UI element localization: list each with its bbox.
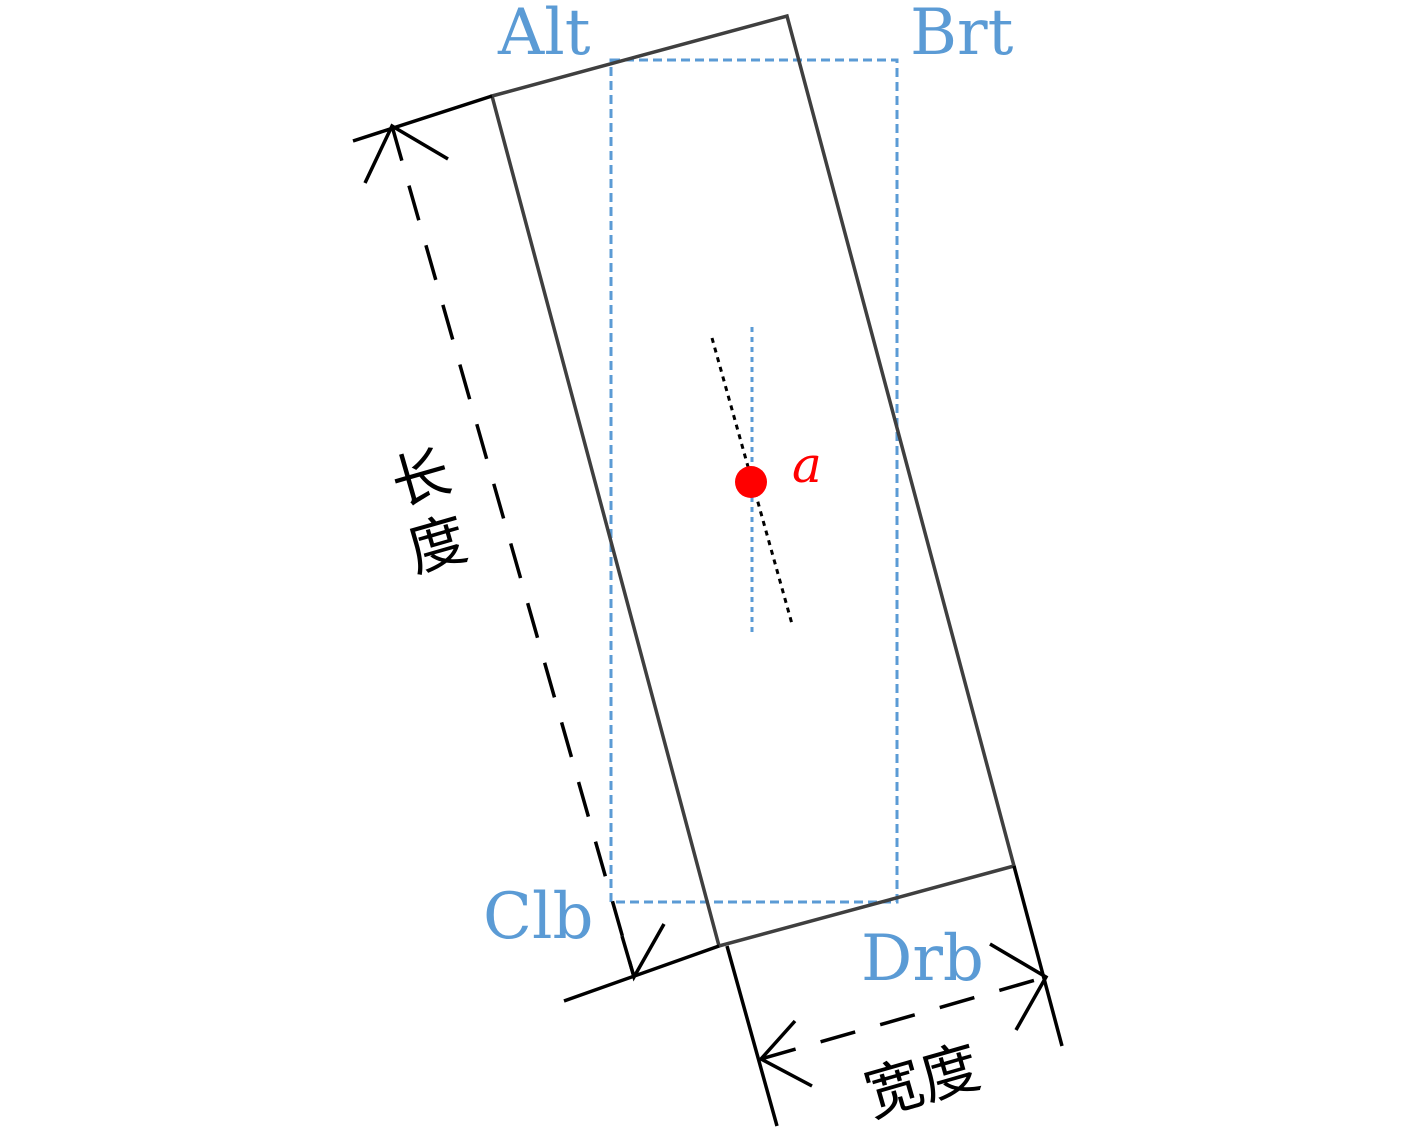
length-label-char-2: 度 — [400, 504, 475, 585]
center-point — [735, 466, 767, 498]
width-arrowhead-right — [989, 942, 1049, 1031]
width-dimension-line — [760, 975, 1047, 1061]
center-point-label: a — [792, 436, 822, 494]
corner-label-top-right: Brt — [910, 0, 1014, 70]
width-extension-right — [1012, 865, 1064, 1047]
width-label: 宽度 — [857, 1032, 987, 1129]
width-arrowhead-left — [758, 1019, 813, 1088]
corner-label-top-left: Alt — [497, 0, 591, 70]
axis-aligned-bounding-box — [609, 58, 899, 904]
length-arrowhead-top — [363, 123, 449, 184]
width-extension-left — [725, 945, 779, 1127]
corner-label-bottom-right: Drb — [861, 922, 984, 996]
length-extension-top — [352, 94, 493, 143]
corner-label-bottom-left: Clb — [483, 880, 593, 954]
length-dimension-line — [390, 125, 636, 978]
length-arrowhead-bottom — [620, 923, 666, 982]
length-extension-bottom — [563, 944, 720, 1003]
